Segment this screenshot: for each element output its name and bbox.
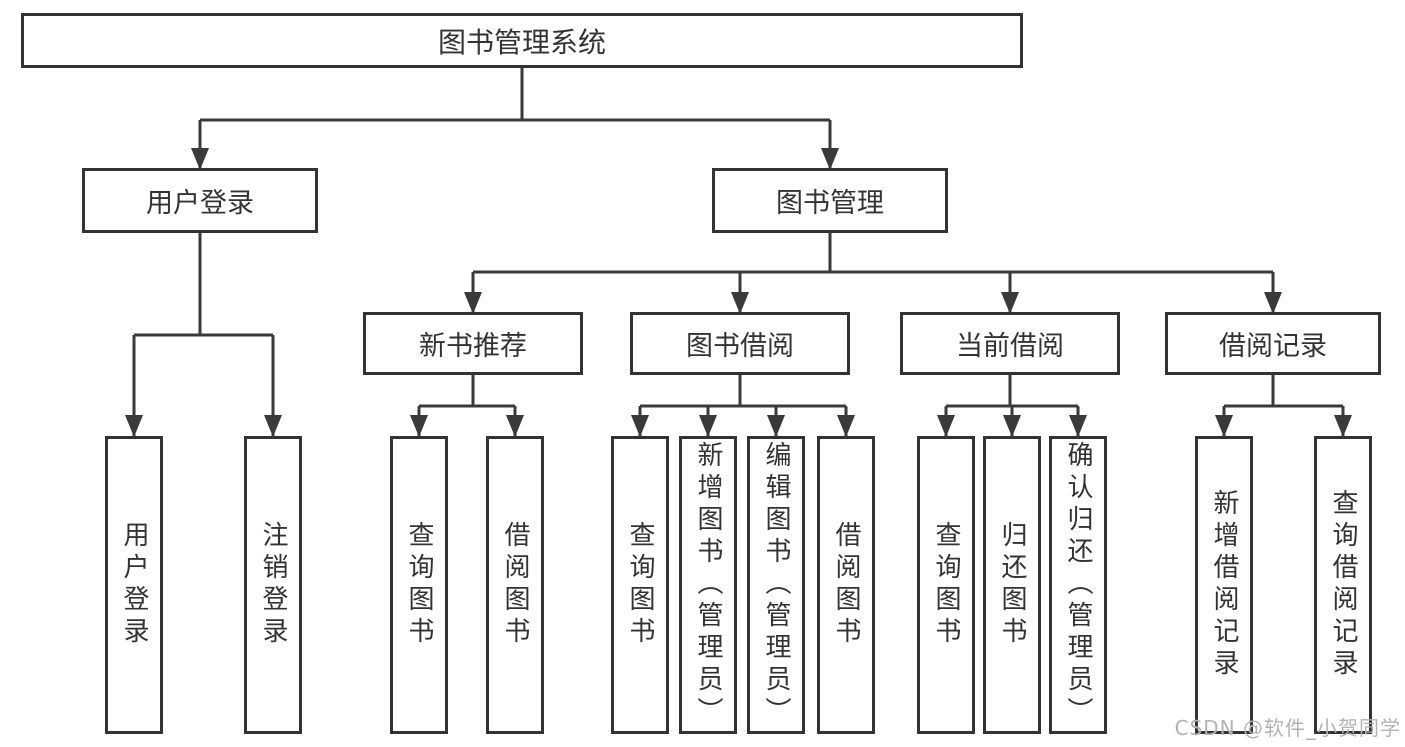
node-label: 图书管理系统 bbox=[437, 25, 606, 59]
leaf-borrow-query-books: 查询图书 bbox=[611, 436, 669, 734]
leaf-current-query-books: 查询图书 bbox=[917, 436, 975, 734]
connector-borrow-records-to-leaves bbox=[1222, 375, 1345, 437]
node-label: 查询图书 bbox=[931, 521, 961, 649]
node-label: 图书借阅 bbox=[686, 331, 794, 362]
arrowhead-down-icon bbox=[1003, 415, 1021, 437]
arrowhead-down-icon bbox=[506, 415, 524, 437]
connector-book-borrow-to-leaves bbox=[638, 375, 848, 437]
node-label: 归还图书 bbox=[997, 521, 1027, 649]
connector-book-management-to-level3 bbox=[471, 233, 1275, 312]
node-current-borrow: 当前借阅 bbox=[900, 312, 1120, 375]
arrowhead-down-icon bbox=[410, 415, 428, 437]
arrowhead-down-icon bbox=[125, 415, 143, 437]
node-library-management-system: 图书管理系统 bbox=[21, 13, 1023, 68]
leaf-borrow-add-books-admin: 新增图书（管理员） bbox=[679, 436, 737, 734]
node-user-login: 用户登录 bbox=[82, 168, 318, 233]
arrowhead-down-icon bbox=[699, 415, 717, 437]
arrowheads bbox=[125, 148, 1352, 437]
node-label: 当前借阅 bbox=[956, 331, 1064, 362]
arrowhead-down-icon bbox=[1264, 292, 1282, 314]
leaf-borrow-edit-books-admin: 编辑图书（管理员） bbox=[747, 436, 805, 734]
arrowhead-down-icon bbox=[731, 292, 749, 314]
node-label: 新书推荐 bbox=[419, 331, 527, 362]
leaf-user-login: 用户登录 bbox=[105, 436, 163, 734]
leaf-borrow-borrow-books: 借阅图书 bbox=[817, 436, 875, 734]
arrowhead-down-icon bbox=[1001, 292, 1019, 314]
leaf-current-confirm-return-admin: 确认归还（管理员） bbox=[1049, 436, 1107, 734]
csdn-watermark: CSDN @软件_小贺同学 bbox=[1174, 716, 1401, 740]
node-label: 新增借阅记录 bbox=[1209, 489, 1239, 681]
arrowhead-down-icon bbox=[631, 415, 649, 437]
leaf-records-add-record: 新增借阅记录 bbox=[1195, 436, 1253, 734]
node-label: 新增图书（管理员） bbox=[693, 441, 723, 729]
connector-user-login-to-leaves bbox=[132, 233, 275, 437]
node-label: 借阅图书 bbox=[500, 521, 530, 649]
node-book-borrow: 图书借阅 bbox=[630, 312, 850, 375]
leaf-recommend-query-books: 查询图书 bbox=[390, 436, 448, 734]
arrowhead-down-icon bbox=[264, 415, 282, 437]
arrowhead-down-icon bbox=[937, 415, 955, 437]
node-label: 借阅记录 bbox=[1219, 331, 1327, 362]
arrowhead-down-icon bbox=[464, 292, 482, 314]
node-label: 查询图书 bbox=[404, 521, 434, 649]
node-label: 图书管理 bbox=[776, 188, 884, 219]
arrowhead-down-icon bbox=[191, 148, 209, 170]
node-label: 确认归还（管理员） bbox=[1063, 441, 1093, 729]
node-label: 借阅图书 bbox=[831, 521, 861, 649]
node-label: 编辑图书（管理员） bbox=[761, 441, 791, 729]
node-label: 查询借阅记录 bbox=[1328, 489, 1358, 681]
arrowhead-down-icon bbox=[837, 415, 855, 437]
connector-new-book-recommend-to-leaves bbox=[417, 375, 517, 437]
arrowhead-down-icon bbox=[821, 148, 839, 170]
arrowhead-down-icon bbox=[1334, 415, 1352, 437]
arrowhead-down-icon bbox=[1069, 415, 1087, 437]
node-borrow-records: 借阅记录 bbox=[1165, 312, 1381, 375]
node-label: 注销登录 bbox=[258, 521, 288, 649]
connector-root-to-level2 bbox=[198, 68, 832, 168]
leaf-current-return-books: 归还图书 bbox=[983, 436, 1041, 734]
node-new-book-recommend: 新书推荐 bbox=[363, 312, 583, 375]
arrowhead-down-icon bbox=[767, 415, 785, 437]
node-book-management: 图书管理 bbox=[712, 168, 948, 233]
leaf-recommend-borrow-books: 借阅图书 bbox=[486, 436, 544, 734]
arrowhead-down-icon bbox=[1215, 415, 1233, 437]
node-label: 查询图书 bbox=[625, 521, 655, 649]
node-label: 用户登录 bbox=[146, 188, 254, 219]
leaf-logout: 注销登录 bbox=[244, 436, 302, 734]
leaf-records-query-record: 查询借阅记录 bbox=[1314, 436, 1372, 734]
node-label: 用户登录 bbox=[119, 521, 149, 649]
